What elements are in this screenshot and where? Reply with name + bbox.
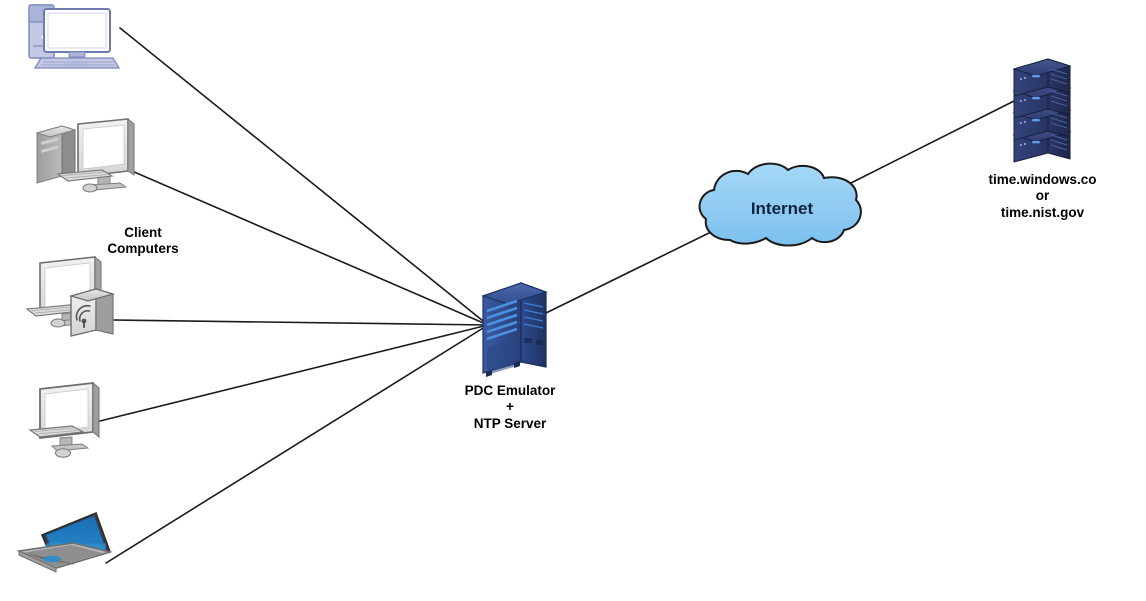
label-pdc-emulator-ntp-server: PDC Emulator + NTP Server	[464, 383, 556, 431]
client-computer-laptop-icon[interactable]	[16, 511, 113, 573]
connection-line-desktop-gray-to-pdc	[110, 161, 489, 326]
wireless-signal-icon	[75, 304, 91, 322]
client-computer-desktop-gray-icon[interactable]	[35, 117, 135, 193]
client-computer-wireless-icon[interactable]	[25, 255, 116, 337]
connection-line-monitor-to-pdc	[95, 324, 489, 423]
connection-line-wireless-to-pdc	[112, 319, 489, 326]
client-computer-monitor-icon[interactable]	[28, 381, 100, 458]
internet-cloud-icon[interactable]	[698, 162, 862, 247]
label-internet: Internet	[750, 199, 814, 218]
connection-line-internet-to-time-server	[850, 100, 1015, 184]
connection-line-pdc-to-internet	[545, 230, 714, 314]
pdc-emulator-ntp-server-icon[interactable]	[481, 282, 548, 377]
label-client-computers: Client Computers	[107, 225, 179, 257]
external-time-server-rack-icon[interactable]	[1012, 58, 1072, 163]
connection-line-laptop-to-pdc	[105, 324, 489, 564]
connection-line-desktop-blue-to-pdc	[119, 27, 489, 326]
label-external-time-server: time.windows.co or time.nist.gov	[988, 172, 1097, 220]
client-computer-desktop-blue-icon[interactable]	[28, 4, 121, 69]
